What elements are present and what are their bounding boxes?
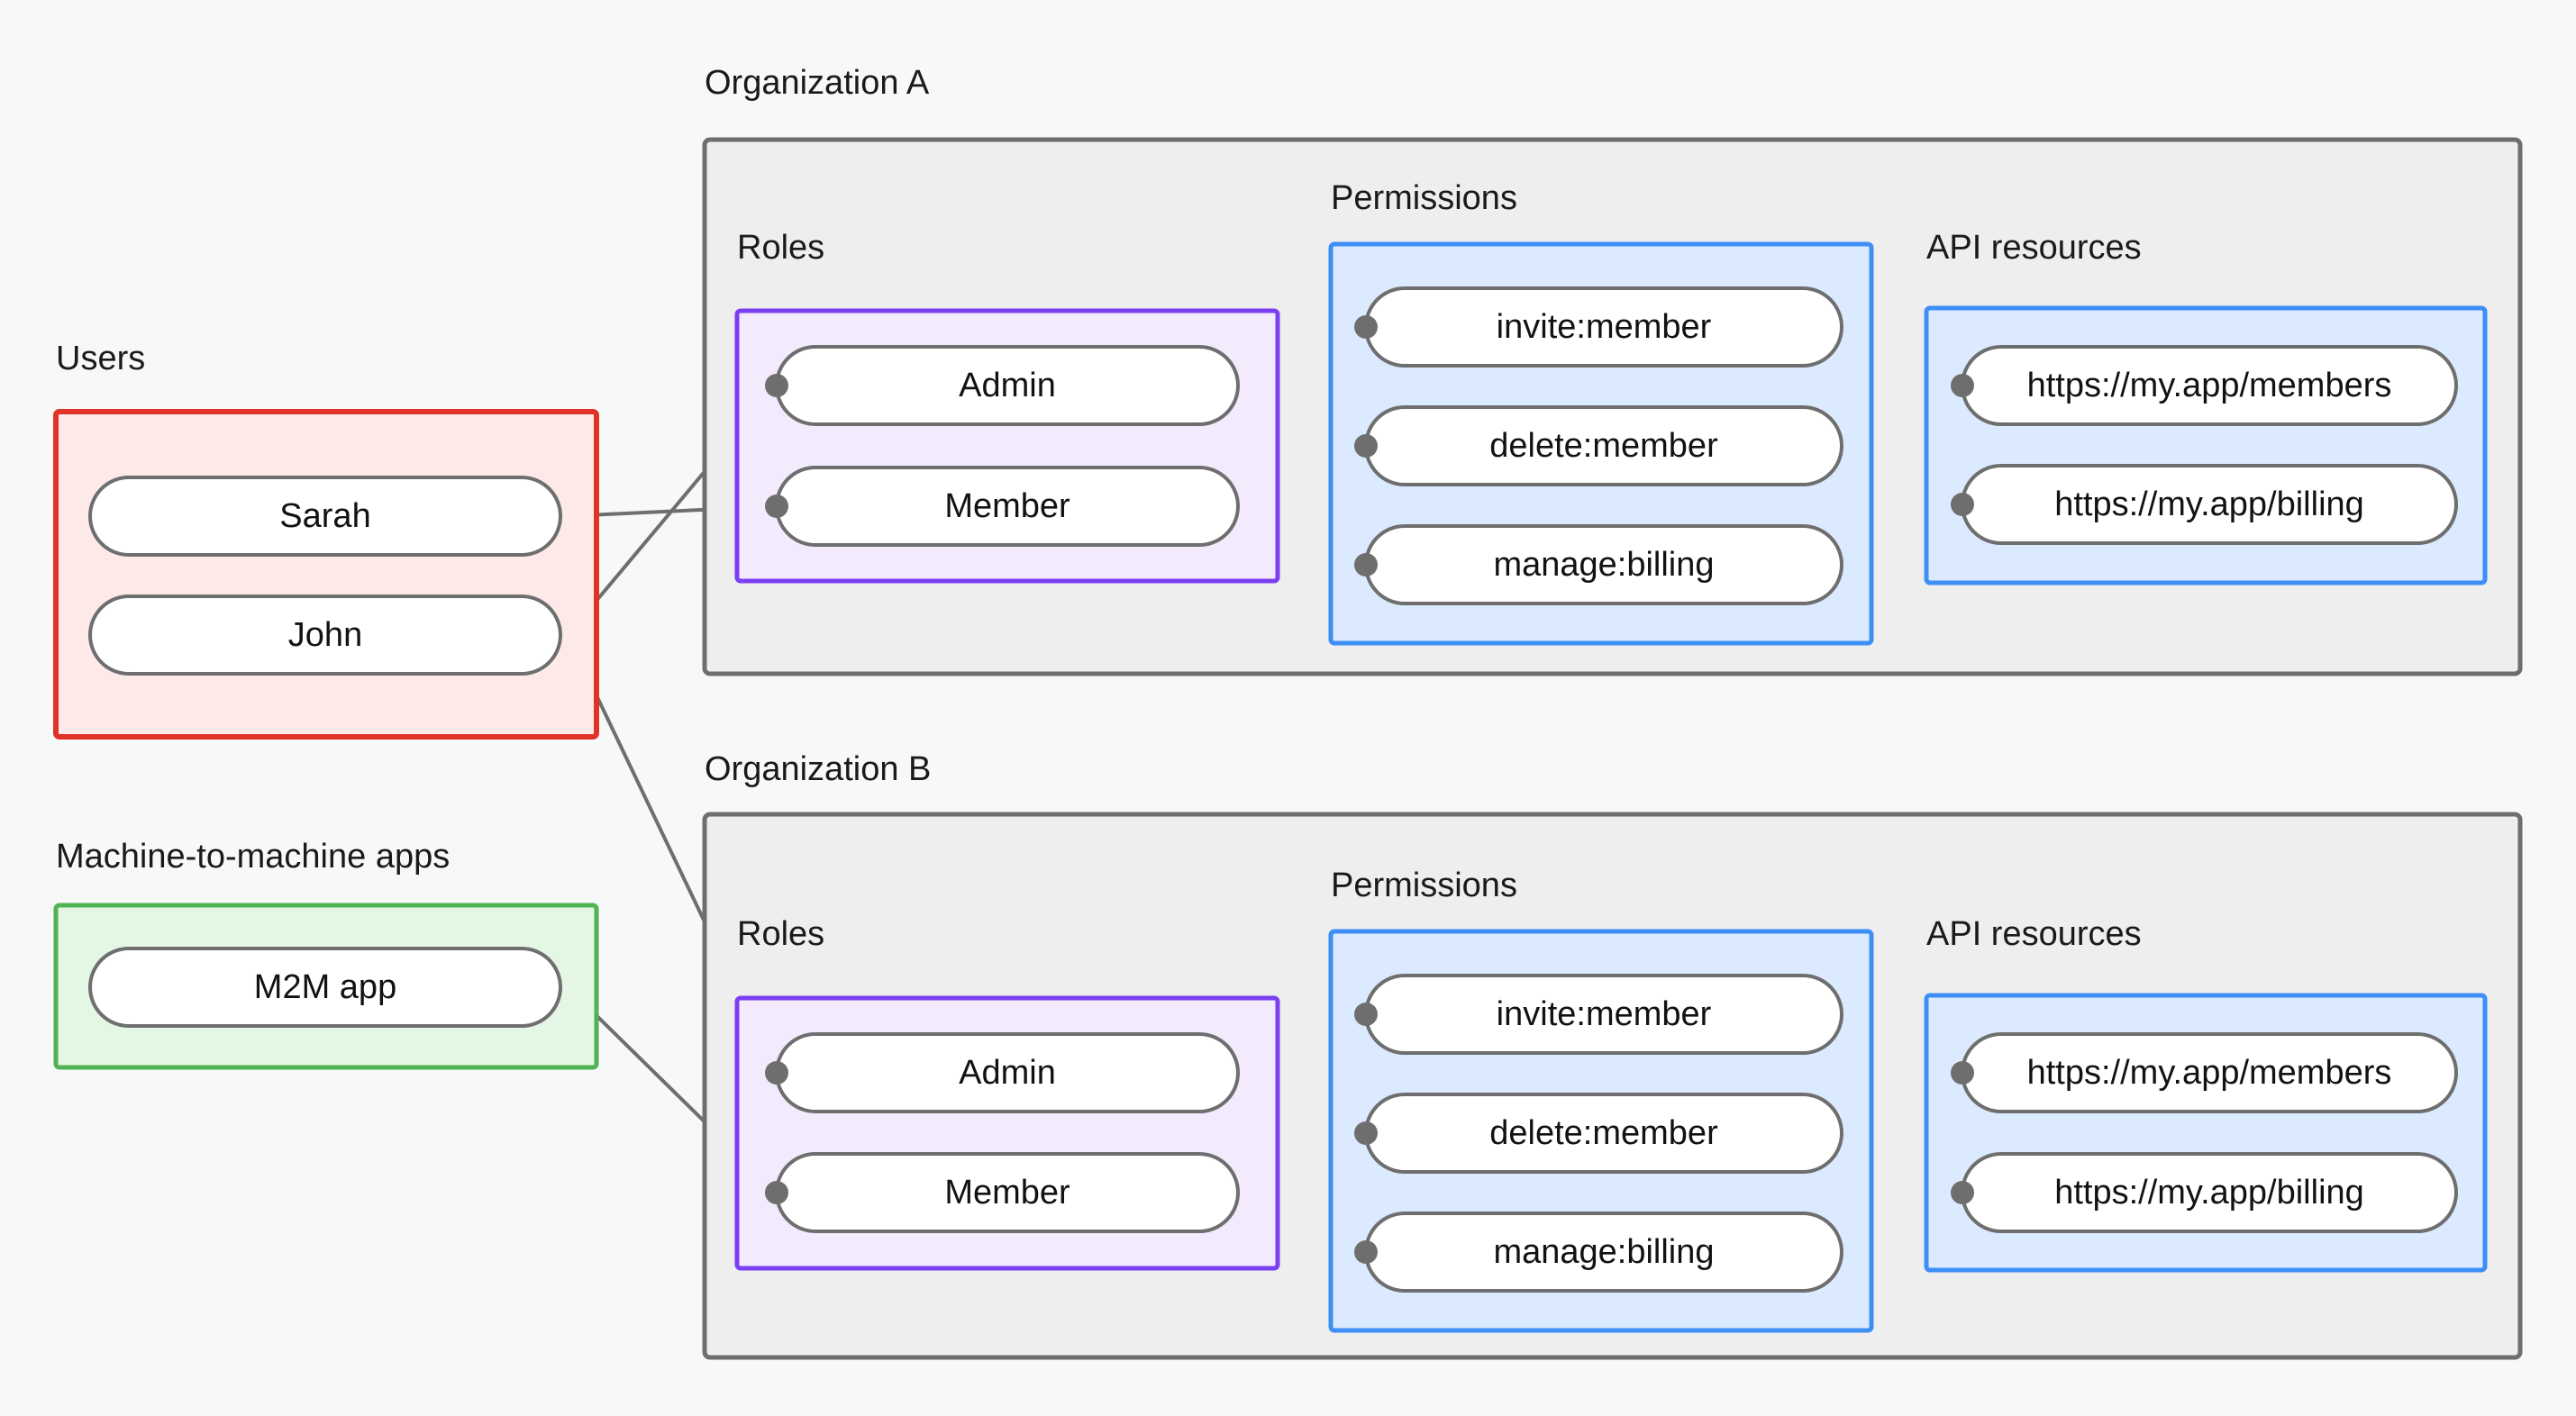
orgA-permission-manage-billing-label: manage:billing xyxy=(1493,546,1714,584)
orgB-api-resource-members[interactable]: https://my.app/members xyxy=(1961,1032,2458,1113)
orgB-permission-invite-member[interactable]: invite:member xyxy=(1364,974,1843,1055)
dot-orgB-invite-in xyxy=(1354,1003,1378,1026)
orgA-roles-label: Roles xyxy=(737,229,824,267)
orgB-permission-invite-member-label: invite:member xyxy=(1497,995,1712,1033)
dot-orgA-billing-in xyxy=(1354,553,1378,576)
orgA-permission-manage-billing[interactable]: manage:billing xyxy=(1364,524,1843,605)
orgB-role-admin-label: Admin xyxy=(959,1054,1056,1092)
orgB-permission-manage-billing-label: manage:billing xyxy=(1493,1233,1714,1271)
orgB-api-resource-billing[interactable]: https://my.app/billing xyxy=(1961,1152,2458,1233)
dot-orgA-admin-in xyxy=(765,374,788,397)
organization-b-title: Organization B xyxy=(705,750,931,788)
connector-endpoint-layer xyxy=(765,315,1974,1264)
orgB-api-resource-billing-label: https://my.app/billing xyxy=(2054,1174,2364,1212)
orgB-role-member-label: Member xyxy=(944,1174,1070,1212)
orgB-roles-label: Roles xyxy=(737,915,824,953)
orgB-api-resources-label: API resources xyxy=(1926,915,2142,953)
orgA-api-resource-members-label: https://my.app/members xyxy=(2027,367,2392,404)
orgA-api-resource-members[interactable]: https://my.app/members xyxy=(1961,345,2458,426)
orgB-permission-delete-member[interactable]: delete:member xyxy=(1364,1093,1843,1174)
user-sarah[interactable]: Sarah xyxy=(88,476,562,557)
orgA-api-resources-label: API resources xyxy=(1926,229,2142,267)
orgA-api-resource-billing[interactable]: https://my.app/billing xyxy=(1961,464,2458,545)
m2m-app-label: M2M app xyxy=(254,968,396,1006)
dot-orgB-billing-in xyxy=(1354,1240,1378,1264)
orgB-permissions-label: Permissions xyxy=(1331,867,1517,904)
dot-orgA-delete-in xyxy=(1354,434,1378,458)
dot-orgB-delete-in xyxy=(1354,1121,1378,1145)
orgA-permissions-label: Permissions xyxy=(1331,179,1517,217)
users-group-container xyxy=(53,409,599,740)
users-group-label: Users xyxy=(56,340,145,377)
dot-orgA-members-api-in xyxy=(1951,374,1974,397)
orgA-role-admin-label: Admin xyxy=(959,367,1056,404)
orgA-permission-invite-member[interactable]: invite:member xyxy=(1364,286,1843,368)
m2m-group-label: Machine-to-machine apps xyxy=(56,838,450,876)
orgA-permission-delete-member[interactable]: delete:member xyxy=(1364,405,1843,486)
m2m-app[interactable]: M2M app xyxy=(88,947,562,1028)
dot-orgA-invite-in xyxy=(1354,315,1378,339)
orgB-permission-manage-billing[interactable]: manage:billing xyxy=(1364,1212,1843,1293)
orgA-role-member[interactable]: Member xyxy=(775,466,1240,547)
user-sarah-label: Sarah xyxy=(279,497,370,535)
orgB-permission-delete-member-label: delete:member xyxy=(1489,1114,1718,1152)
orgA-permission-invite-member-label: invite:member xyxy=(1497,308,1712,346)
user-john-label: John xyxy=(288,616,362,654)
dot-orgB-member-in xyxy=(765,1181,788,1204)
organization-a-title: Organization A xyxy=(705,64,930,102)
orgA-api-resource-billing-label: https://my.app/billing xyxy=(2054,486,2364,523)
orgB-role-member[interactable]: Member xyxy=(775,1152,1240,1233)
dot-orgA-member-in xyxy=(765,495,788,518)
user-john[interactable]: John xyxy=(88,595,562,676)
dot-orgA-billing-api-in xyxy=(1951,493,1974,516)
dot-orgB-admin-in xyxy=(765,1061,788,1085)
orgA-role-admin[interactable]: Admin xyxy=(775,345,1240,426)
orgA-permission-delete-member-label: delete:member xyxy=(1489,427,1718,465)
orgB-role-admin[interactable]: Admin xyxy=(775,1032,1240,1113)
dot-orgB-billing-api-in xyxy=(1951,1181,1974,1204)
dot-orgB-members-api-in xyxy=(1951,1061,1974,1085)
orgA-role-member-label: Member xyxy=(944,487,1070,525)
orgB-api-resource-members-label: https://my.app/members xyxy=(2027,1054,2392,1092)
